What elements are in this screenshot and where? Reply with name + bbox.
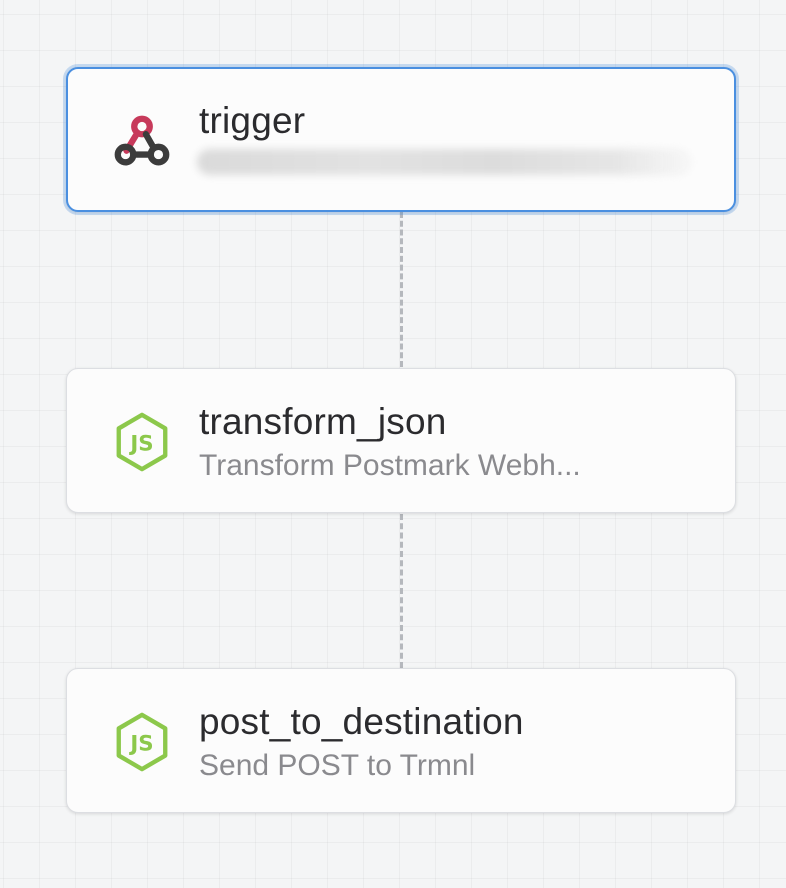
- node-title: post_to_destination: [199, 701, 524, 742]
- node-subtitle-redacted: [197, 149, 692, 175]
- nodejs-icon: JS: [116, 412, 168, 472]
- node-post-to-destination[interactable]: JS post_to_destination Send POST to Trmn…: [66, 668, 736, 813]
- svg-text:JS: JS: [128, 432, 153, 457]
- connector-line: [400, 212, 403, 367]
- nodejs-icon: JS: [116, 712, 168, 772]
- webhook-icon: [114, 115, 170, 166]
- node-title: trigger: [199, 100, 306, 141]
- node-trigger[interactable]: trigger: [66, 67, 736, 212]
- node-subtitle: Transform Postmark Webh...: [199, 449, 581, 482]
- node-subtitle: Send POST to Trmnl: [199, 749, 476, 782]
- svg-text:JS: JS: [128, 732, 153, 757]
- node-transform-json[interactable]: JS transform_json Transform Postmark Web…: [66, 368, 736, 513]
- connector-line: [400, 514, 403, 668]
- node-title: transform_json: [199, 401, 447, 442]
